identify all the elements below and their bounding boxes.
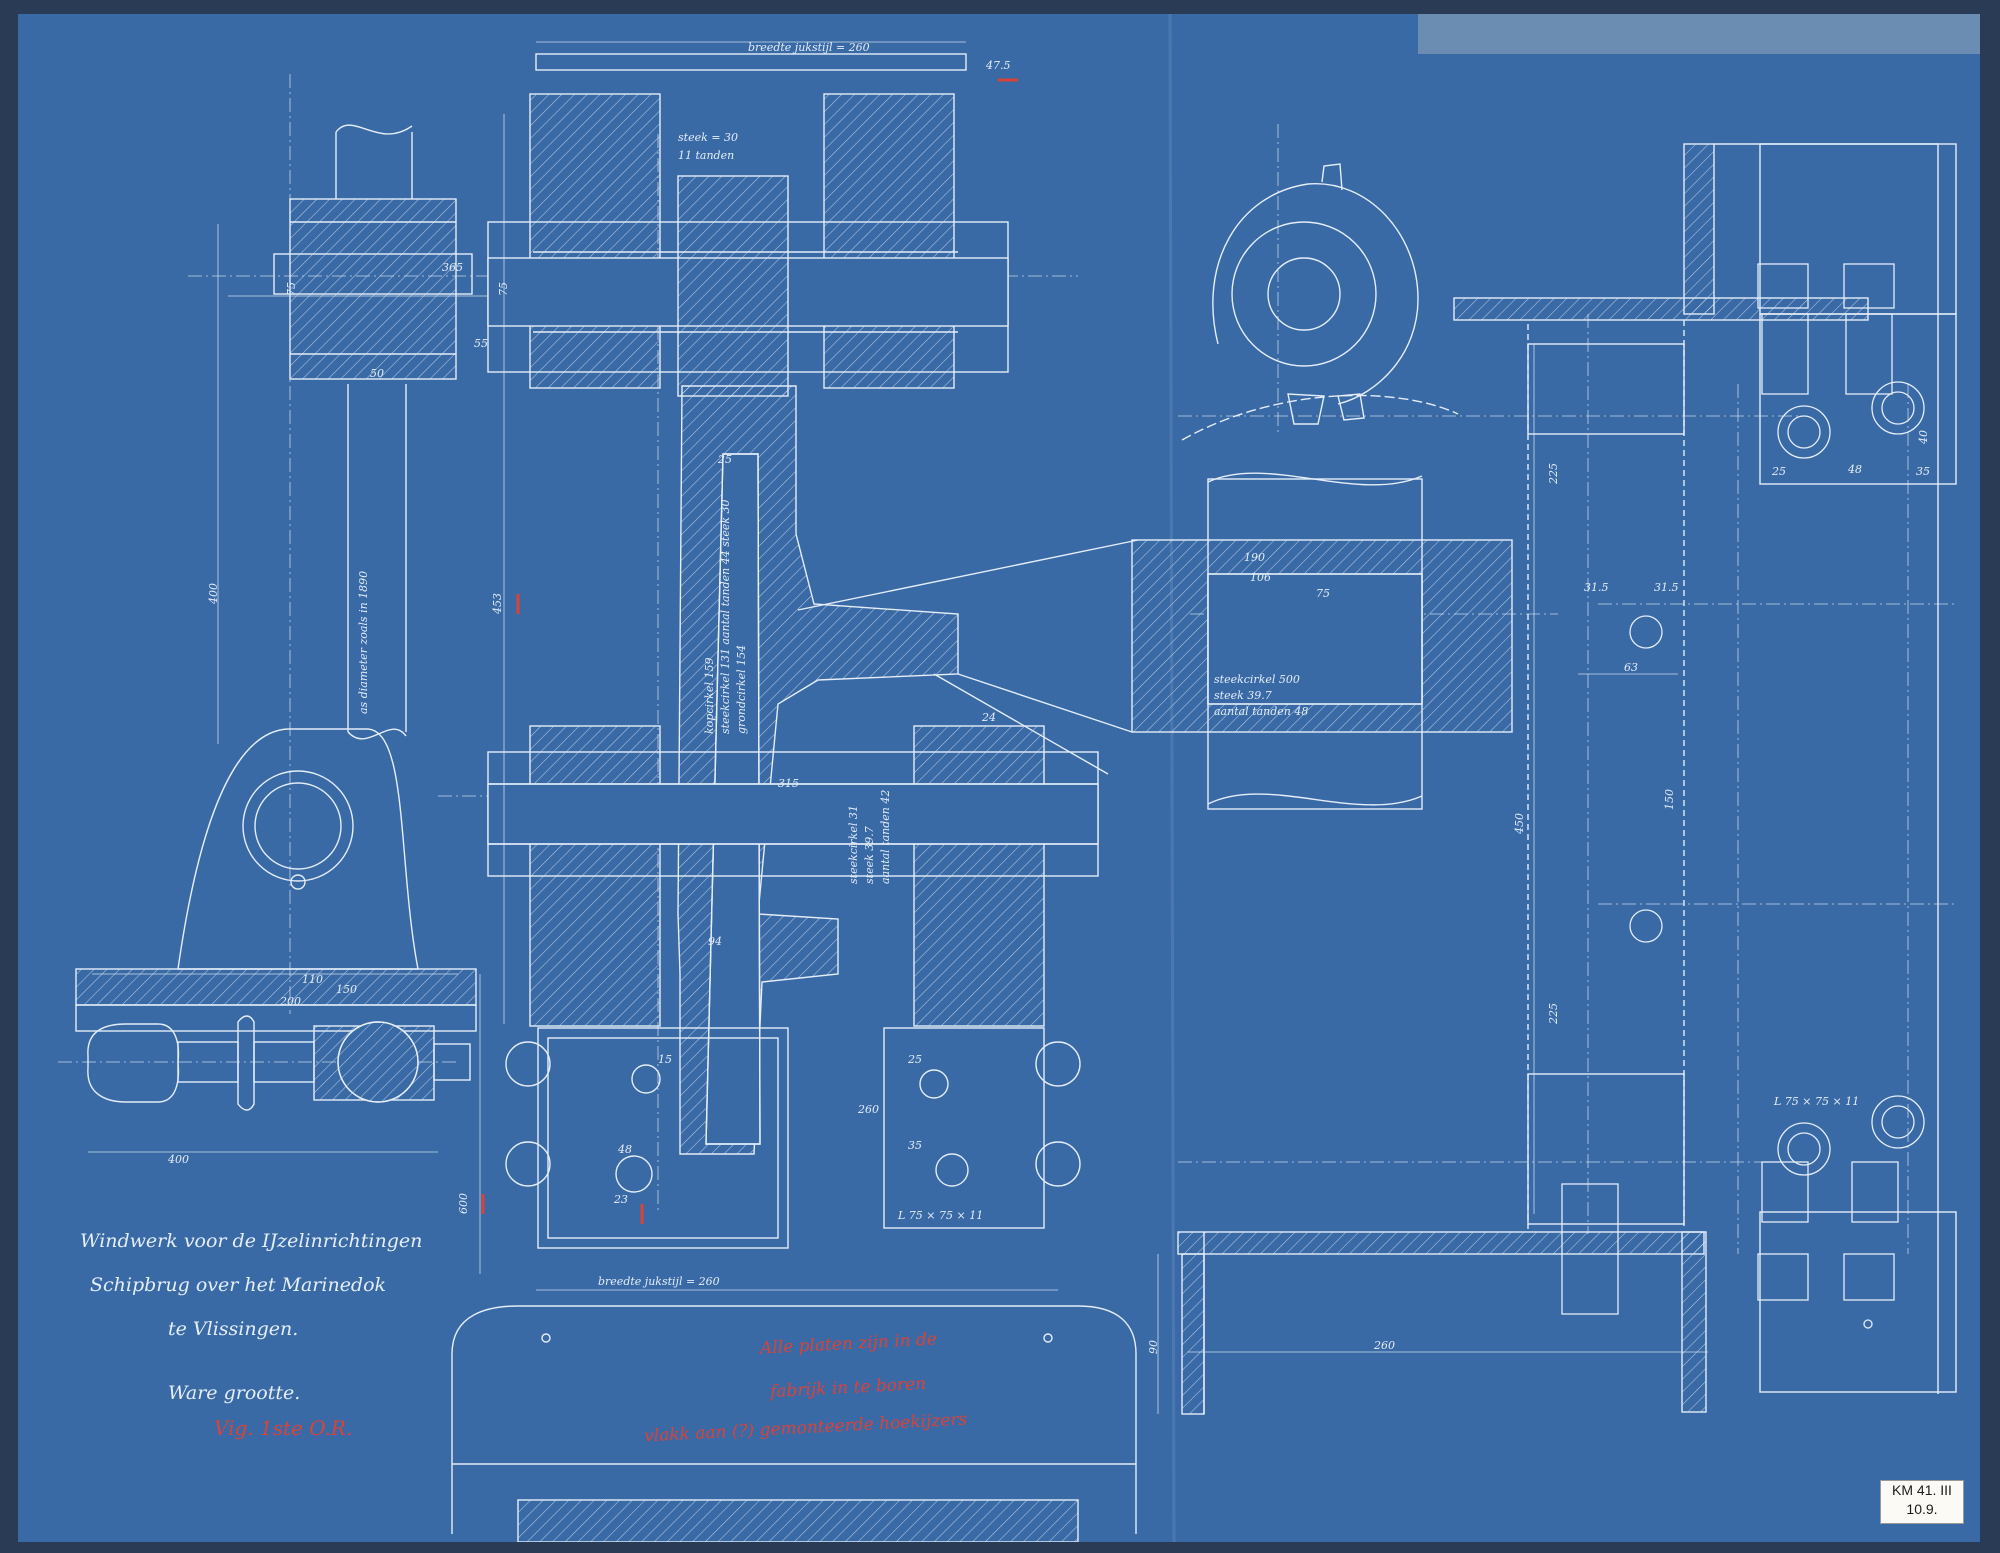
dim-365: 365: [442, 261, 463, 274]
dim-94: 94: [708, 935, 722, 948]
dim-31a: 31.5: [1584, 581, 1609, 594]
bolts: [1561, 263, 1925, 1329]
sheet-number-line-1: KM 41. III: [1892, 1482, 1952, 1498]
dim-55: 55: [474, 337, 488, 350]
dim-75b: 75: [497, 282, 510, 296]
big-gear-note-2: steekcirkel 131 aantal tanden 44 steek 3…: [719, 499, 732, 735]
dim-24: 24: [982, 711, 996, 724]
dim-50: 50: [370, 367, 384, 380]
dim-260: 260: [858, 1103, 879, 1116]
dim-63: 63: [1624, 661, 1638, 674]
dim-75c: 75: [1316, 587, 1330, 600]
dim-23: 23: [614, 1193, 628, 1206]
technical-drawing: [58, 14, 1980, 1542]
pinion-note-2: steek 39.7: [863, 826, 876, 884]
dim-47: 47.5: [986, 59, 1011, 72]
lower-housings: [505, 1027, 1081, 1249]
dim-15: 15: [658, 1053, 672, 1066]
shaft-detail: [87, 1015, 471, 1111]
dim-40: 40: [1917, 430, 1930, 444]
pinion-note-3: aantal tanden 42: [879, 789, 892, 884]
sheet-number-line-2: 10.9.: [1906, 1501, 1938, 1517]
angle-mid-label: L 75 × 75 × 11: [898, 1209, 984, 1222]
dim-25: 25: [718, 453, 732, 466]
pinion-note-1: steekcirkel 31: [847, 805, 860, 884]
base-plate: [451, 1305, 1137, 1542]
dim-190: 190: [1244, 551, 1265, 564]
dim-450: 450: [1513, 813, 1526, 834]
dim-48b: 48: [618, 1143, 632, 1156]
dim-600: 600: [457, 1193, 470, 1214]
gear-wheel: [797, 163, 1513, 810]
gear-note-2: steek 39.7: [1214, 689, 1272, 702]
blueprint-sheet: breedte jukstijl = 260 47.5 steek = 30 1…: [18, 14, 1980, 1542]
middle-shaft-assembly: [487, 725, 1099, 1027]
dim-25b: 25: [908, 1053, 922, 1066]
dim-90: 90: [1147, 1340, 1160, 1354]
title-line-2: Schipbrug over het Marinedok: [90, 1274, 387, 1296]
dim-106: 106: [1250, 571, 1271, 584]
signature: Vig. 1ste O.R.: [214, 1416, 353, 1440]
gear-note-1: steekcirkel 500: [1214, 673, 1300, 686]
dim-400: 400: [207, 583, 220, 604]
dim-150b: 150: [1663, 789, 1676, 810]
bearing-block: [75, 728, 477, 1032]
dim-48: 48: [1848, 463, 1862, 476]
angle-frame: [1177, 143, 1957, 1415]
dim-steek-top: steek = 30: [678, 131, 738, 144]
dim-110: 110: [302, 973, 323, 986]
angle-right-label: L 75 × 75 × 11: [1774, 1095, 1860, 1108]
gear-note-3: aantal tanden 48: [1214, 705, 1309, 718]
dim-400b: 400: [168, 1153, 189, 1166]
dim-31b: 31.5: [1654, 581, 1679, 594]
dim-35: 35: [1916, 465, 1930, 478]
dim-25r: 25: [1772, 465, 1786, 478]
dim-225b: 225: [1547, 1003, 1560, 1024]
sheet-number-tag: KM 41. III 10.9.: [1880, 1480, 1964, 1524]
scale-label: Ware grootte.: [168, 1382, 301, 1404]
as-diameter-note: as diameter zoals in 1890: [357, 570, 370, 714]
big-gear-note-1: kopcirkel 159: [703, 657, 716, 734]
paper-stain: [1418, 14, 1980, 54]
dim-150: 150: [336, 983, 357, 996]
dim-225a: 225: [1547, 463, 1560, 484]
dim-260b: 260: [1374, 1339, 1395, 1352]
red-marks: [481, 78, 1018, 1224]
title-line-1: Windwerk voor de IJzelinrichtingen: [80, 1230, 423, 1252]
dim-315: 315: [778, 777, 799, 790]
dim-453: 453: [491, 593, 504, 614]
dim-breedte-top: breedte jukstijl = 260: [748, 41, 870, 54]
upper-shaft-assembly: [487, 53, 1009, 397]
big-gear-note-3: grondcirkel 154: [735, 644, 748, 734]
dim-35b: 35: [908, 1139, 922, 1152]
title-line-3: te Vlissingen.: [168, 1318, 299, 1340]
dimension-lines: [88, 41, 1708, 1414]
dim-75a: 75: [285, 282, 298, 296]
dim-tanden-top: 11 tanden: [678, 149, 735, 162]
fold-line: [1168, 14, 1176, 1542]
dim-200: 200: [280, 995, 301, 1008]
dim-breedte-bottom: breedte jukstijl = 260: [598, 1275, 720, 1288]
vertical-shaft: [273, 124, 473, 740]
